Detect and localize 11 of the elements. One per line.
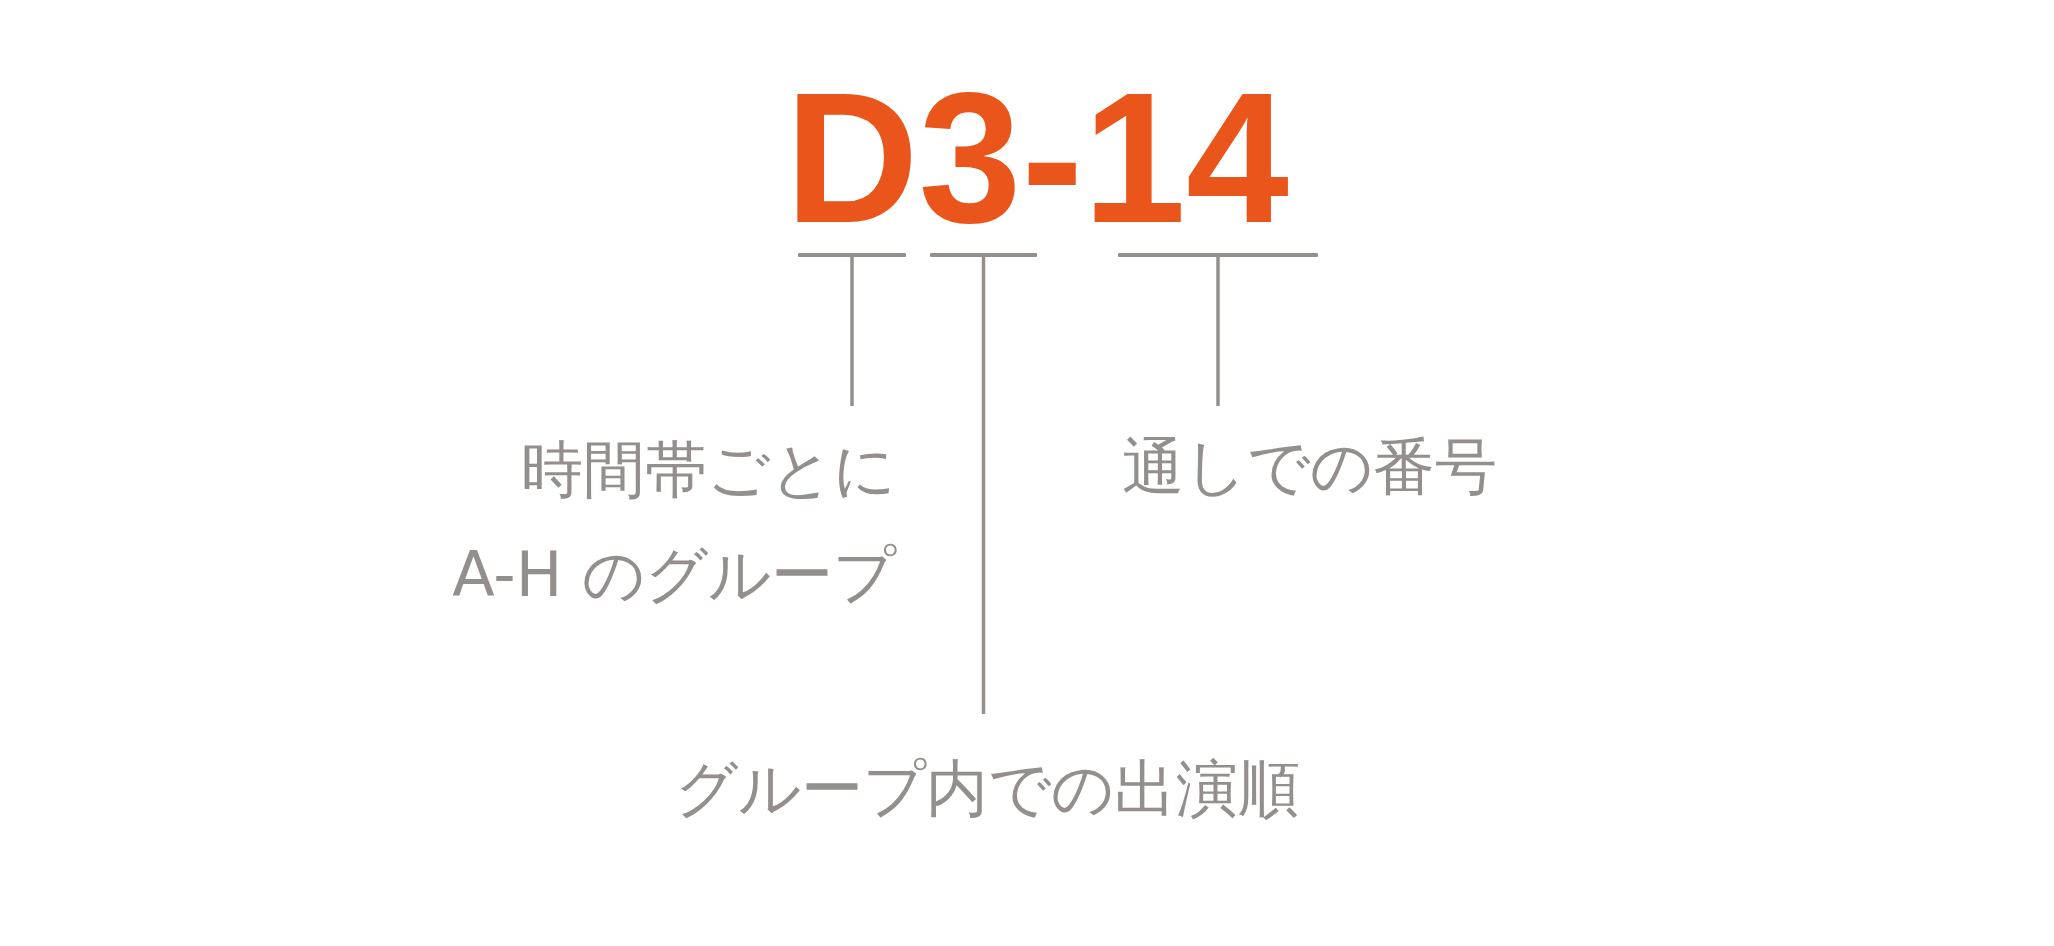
bracket	[1118, 253, 1318, 257]
annotation-text: 時間帯ごとに	[521, 433, 896, 508]
annotation-text: A-H のグループ	[452, 538, 896, 613]
bracket	[798, 253, 906, 257]
annotation-text: グループ内での出演順	[674, 752, 1300, 827]
title: D3-14	[785, 66, 1289, 251]
bracket	[930, 253, 1037, 257]
leader-line	[981, 257, 986, 714]
leader-line	[850, 257, 854, 406]
leader-line	[1216, 257, 1220, 406]
annotation-text: 通しでの番号	[1122, 430, 1497, 505]
